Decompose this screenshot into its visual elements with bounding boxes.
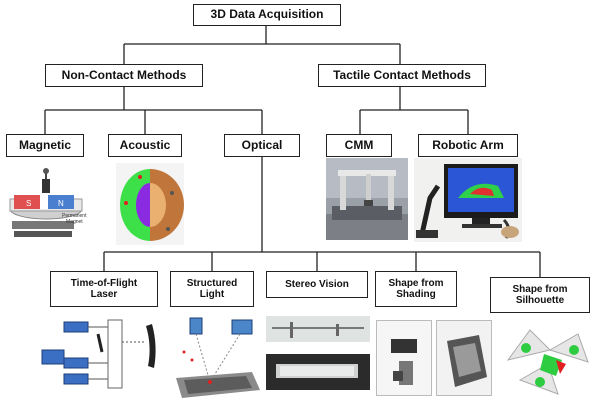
tof-node: Time-of-Flight Laser [50, 271, 158, 307]
silhouette-label: Shape from Silhouette [512, 283, 568, 307]
optical-label: Optical [241, 137, 283, 152]
shading-photo-right [436, 320, 492, 396]
shading-label: Shape from Shading [388, 277, 444, 301]
stereo-photo-top [266, 316, 370, 342]
silhouette-illustration [500, 320, 594, 400]
svg-text:N: N [58, 199, 64, 208]
acoustic-label: Acoustic [119, 137, 171, 152]
root-label: 3D Data Acquisition [210, 7, 324, 22]
root-node: 3D Data Acquisition [193, 4, 341, 26]
optical-node: Optical [224, 134, 300, 157]
stereo-vision-node: Stereo Vision [266, 271, 368, 298]
structured-light-schematic [170, 312, 262, 400]
cmm-photo [326, 158, 408, 240]
structured-light-node: Structured Light [170, 271, 254, 307]
magnet-caption-2: Magnet [66, 219, 83, 225]
magnetic-label: Magnetic [18, 137, 71, 152]
tactile-label: Tactile Contact Methods [333, 67, 471, 82]
acoustic-illustration [116, 163, 184, 245]
tof-label: Time-of-Flight Laser [70, 277, 138, 301]
magnet-caption-1: Permanent [62, 213, 87, 219]
non-contact-node: Non-Contact Methods [45, 64, 203, 87]
tof-schematic [34, 312, 164, 400]
non-contact-label: Non-Contact Methods [61, 67, 187, 82]
svg-text:S: S [26, 199, 31, 208]
shape-from-silhouette-node: Shape from Silhouette [490, 277, 590, 313]
magnetic-node: Magnetic [6, 134, 84, 157]
robotic-arm-node: Robotic Arm [418, 134, 518, 157]
acoustic-node: Acoustic [108, 134, 182, 157]
robotic-arm-photo [414, 158, 522, 242]
cmm-label: CMM [344, 137, 374, 152]
stereo-vision-label: Stereo Vision [285, 278, 349, 290]
shading-photo-left [376, 320, 432, 396]
cmm-node: CMM [326, 134, 392, 157]
structured-light-label: Structured Light [186, 277, 238, 301]
shape-from-shading-node: Shape from Shading [375, 271, 457, 307]
stereo-photo-bottom [266, 354, 370, 390]
magnetic-illustration: S N Permanent Magnet [4, 165, 90, 247]
tactile-node: Tactile Contact Methods [318, 64, 486, 87]
robotic-arm-label: Robotic Arm [432, 137, 504, 152]
